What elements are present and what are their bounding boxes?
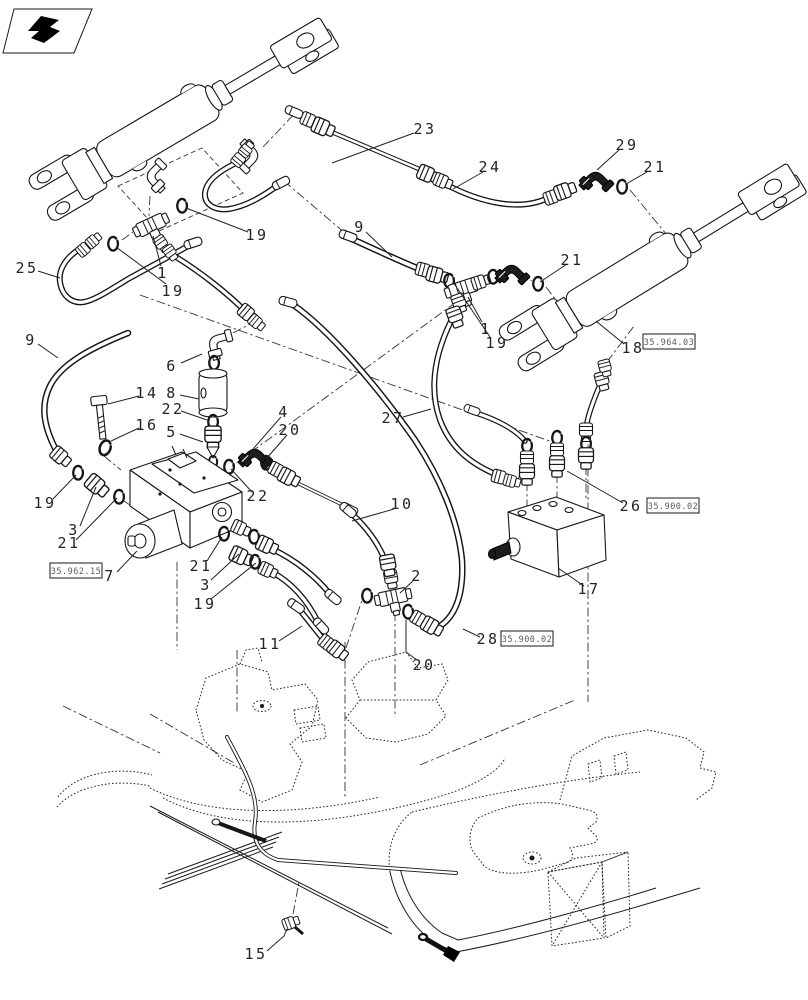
callout-8: 8 — [166, 384, 178, 402]
callout-28: 28 — [476, 630, 499, 648]
callout-15: 15 — [244, 945, 267, 963]
callout-2: 2 — [411, 567, 423, 585]
hose-valve-right-1 — [269, 546, 333, 597]
callout-20-b: 20 — [412, 656, 435, 674]
callout-7: 7 — [104, 567, 116, 585]
hose-to-motor-2 — [585, 383, 602, 425]
svg-text:35.900.02[interactable]: 35.900.02 — [502, 635, 553, 645]
callout-4: 4 — [278, 403, 290, 421]
washer-16 — [96, 437, 114, 458]
callout-5: 5 — [166, 423, 178, 441]
callout-21-a: 21 — [643, 158, 666, 176]
tee1-right-cluster — [337, 228, 545, 490]
callout-23: 23 — [413, 120, 436, 138]
page-turn-corner-icon — [28, 16, 60, 43]
tube-4 — [292, 480, 348, 508]
hose-9-middle — [350, 237, 419, 270]
callout-22-a: 22 — [161, 400, 184, 418]
hose-valve-right-2 — [270, 570, 320, 624]
tube-23 — [325, 128, 421, 171]
section-ref-boxes: 35.964.03 35.962.15 35.900.02 35.900.02 — [49, 333, 700, 647]
hose-valve-right-2 — [269, 569, 321, 625]
steering-motor-assembly — [462, 358, 614, 578]
callout-22-b: 22 — [246, 487, 269, 505]
hose-28 — [290, 302, 465, 630]
callout-19-e: 19 — [193, 595, 216, 613]
callout-26: 26 — [619, 497, 642, 515]
ref-box-steering-motor[interactable]: 35.900.02 — [646, 497, 700, 514]
callout-17: 17 — [577, 580, 600, 598]
callout-9-b: 9 — [25, 331, 37, 349]
svg-text:35.900.02[interactable]: 35.900.02 — [648, 502, 699, 512]
callout-11: 11 — [258, 635, 281, 653]
bolt-14 — [90, 394, 108, 440]
hose-9-left — [41, 329, 132, 454]
callout-27: 27 — [381, 409, 404, 427]
frame-reference — [56, 647, 717, 962]
hose-27 — [432, 319, 497, 476]
ref-box-steering-valve[interactable]: 35.962.15 — [49, 562, 103, 579]
hose-to-motor-1 — [473, 410, 528, 444]
callout-29: 29 — [615, 136, 638, 154]
callout-21-c: 21 — [57, 534, 80, 552]
hoses — [41, 127, 603, 642]
hose-25 — [58, 243, 192, 304]
callout-20-a: 20 — [278, 421, 301, 439]
callout-21-b: 21 — [560, 251, 583, 269]
callout-19-a: 19 — [245, 226, 268, 244]
filter-column — [90, 328, 238, 475]
callout-19-d: 19 — [33, 494, 56, 512]
callout-3-b: 3 — [200, 576, 212, 594]
brand-logo — [2, 8, 93, 54]
callout-10: 10 — [390, 495, 413, 513]
svg-text:35.962.15[interactable]: 35.962.15 — [51, 567, 102, 577]
hose-tee-to-elbow6 — [174, 255, 246, 312]
callout-21-d: 21 — [189, 557, 212, 575]
hose-24 — [445, 183, 550, 207]
hose-9-left — [42, 331, 130, 452]
hose-valve-right-1 — [270, 547, 332, 596]
callout-16: 16 — [135, 416, 158, 434]
callout-labels: 23 24 29 21 19 1 19 25 9 9 21 1 19 18 6 … — [15, 120, 666, 963]
callout-6: 6 — [166, 357, 178, 375]
hose-10 — [350, 512, 387, 562]
bolt-15 — [280, 913, 304, 936]
callout-14: 14 — [135, 384, 158, 402]
callout-leaders — [37, 132, 648, 952]
callout-1-b: 1 — [480, 320, 492, 338]
callout-24: 24 — [478, 158, 501, 176]
callout-3-a: 3 — [68, 521, 80, 539]
callout-25: 25 — [15, 259, 38, 277]
callout-1-a: 1 — [157, 264, 169, 282]
ref-box-steering-cylinder[interactable]: 35.964.03 — [642, 333, 696, 350]
callout-18: 18 — [621, 339, 644, 357]
hose-port-u — [201, 161, 280, 213]
ref-box-steering-hose[interactable]: 35.900.02 — [500, 630, 554, 647]
tee2-cluster — [277, 295, 446, 664]
svg-text:35.964.03[interactable]: 35.964.03 — [644, 338, 695, 348]
callout-19-b: 19 — [161, 282, 184, 300]
steering-valve-assembly — [48, 444, 344, 637]
hose-to-motor-1 — [474, 411, 527, 443]
callout-9-a: 9 — [354, 218, 366, 236]
callout-19-c: 19 — [485, 334, 508, 352]
hose-port-u — [203, 162, 279, 211]
